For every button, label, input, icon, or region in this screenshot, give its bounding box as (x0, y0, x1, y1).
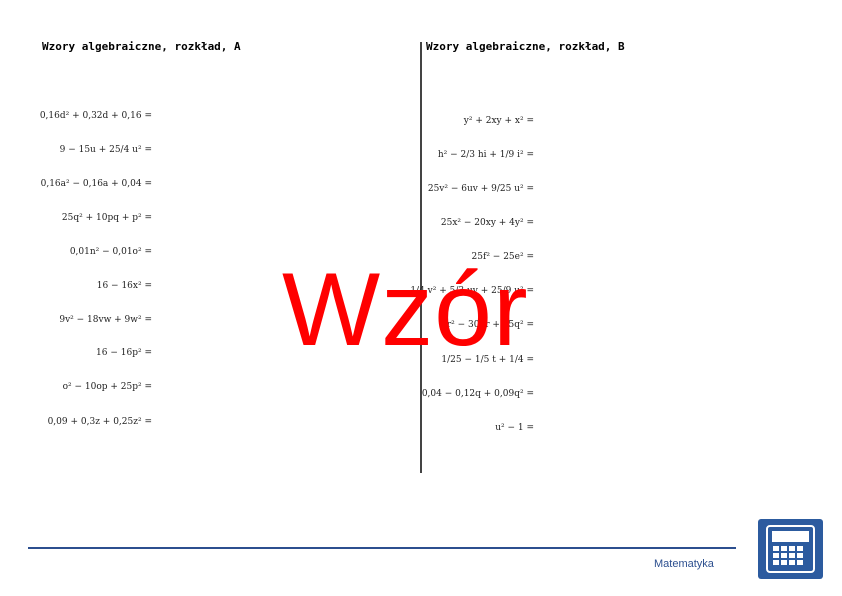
equation: 0,16a² − 0,16a + 0,04 = (40, 179, 152, 189)
equation: 0,04 − 0,12q + 0,09q² = (421, 389, 534, 399)
footer-subject: Matematyka (654, 558, 714, 570)
footer-rule (28, 547, 736, 549)
equation: 25v² − 6uv + 9/25 u² = (427, 184, 534, 194)
column-divider (420, 42, 422, 473)
watermark: Wzór (282, 252, 529, 368)
equation: 9v² − 18vw + 9w² = (59, 315, 152, 325)
right-column-title: Wzory algebraiczne, rozkład, B (426, 40, 625, 53)
equation: o² − 10op + 25p² = (62, 382, 152, 392)
equation: 25x² − 20xy + 4y² = (440, 218, 534, 228)
equation: 25q² + 10pq + p² = (61, 213, 152, 223)
calculator-icon (758, 519, 823, 579)
equation: 9r² − 30qr + 25q² = (441, 320, 534, 330)
equation: 1/25 − 1/5 t + 1/4 = (441, 355, 534, 365)
equation: u² − 1 = (495, 423, 534, 433)
equation: 16 − 16p² = (96, 348, 152, 358)
equation: 1/4 v² + 5/3 uv + 25/9 u² = (410, 286, 534, 296)
equation: 0,01n² − 0,01o² = (69, 247, 152, 257)
equation: 9 − 15u + 25/4 u² = (59, 145, 152, 155)
left-column-title: Wzory algebraiczne, rozkład, A (42, 40, 241, 53)
equation: h² − 2/3 hi + 1/9 i² = (437, 150, 534, 160)
equation: y² + 2xy + x² = (463, 116, 534, 126)
equation: 0,09 + 0,3z + 0,25z² = (47, 417, 152, 427)
equation: 16 − 16x² = (96, 281, 152, 291)
equation: 25f² − 25e² = (471, 252, 534, 262)
equation: 0,16d² + 0,32d + 0,16 = (39, 111, 152, 121)
